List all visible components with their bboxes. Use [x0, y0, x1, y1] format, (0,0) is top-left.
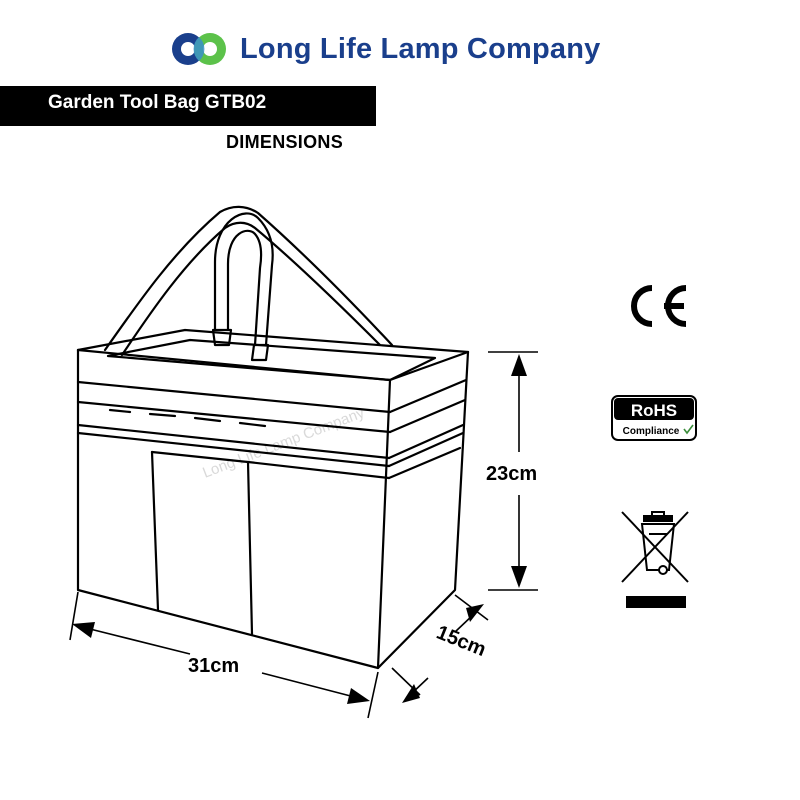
depth-label: 15cm [433, 622, 489, 662]
depth-dimension-arrow [391, 594, 489, 703]
width-dimension-arrow [69, 591, 379, 719]
width-label: 31cm [188, 655, 239, 677]
company-name: Long Life Lamp Company [240, 32, 601, 65]
ce-mark-icon [631, 285, 687, 327]
product-title: Garden Tool Bag GTB02 [48, 92, 267, 113]
rohs-compliance-icon: RoHS Compliance [611, 395, 697, 441]
brand-header: Long Life Lamp Company [168, 26, 600, 72]
dimensions-subtitle: DIMENSIONS [226, 132, 344, 152]
interlocking-circles-logo-icon [172, 33, 226, 65]
rohs-title: RoHS [631, 401, 677, 420]
title-bar [0, 86, 376, 126]
crossed-out-wheelie-bin-icon [621, 511, 689, 608]
rohs-compliance-text: Compliance [623, 426, 680, 437]
height-label: 23cm [486, 463, 537, 485]
height-dimension-arrow [488, 351, 538, 591]
bag-outline [76, 205, 470, 670]
